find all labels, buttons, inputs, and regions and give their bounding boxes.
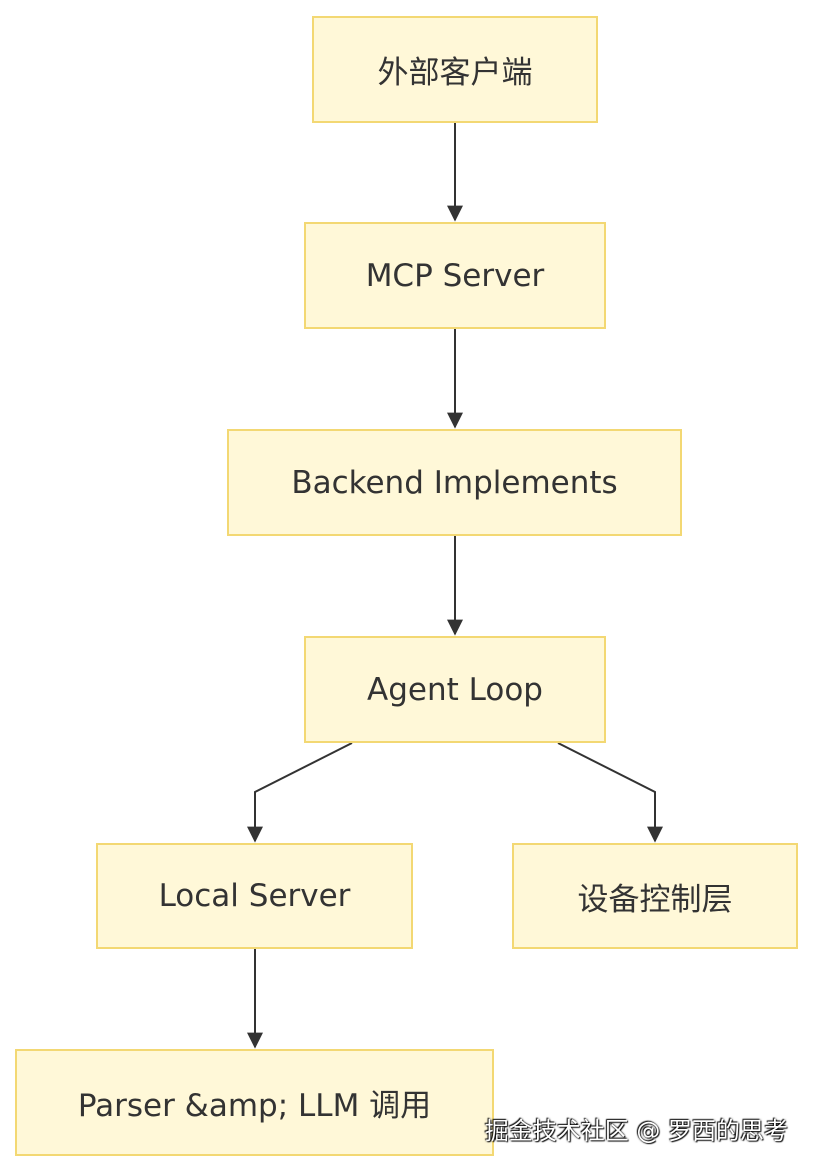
node-agent-loop: Agent Loop [304, 636, 606, 743]
node-parser-llm-label: Parser &amp; LLM 调用 [77, 1088, 432, 1124]
node-device-control: 设备控制层 [512, 843, 798, 949]
node-parser-llm: Parser &amp; LLM 调用 [15, 1049, 494, 1156]
node-device-control-label: 设备控制层 [577, 881, 733, 918]
node-agent-loop-label: Agent Loop [367, 671, 543, 708]
edge-agent-to-device [557, 742, 663, 843]
node-external-client-label: 外部客户端 [377, 55, 533, 91]
node-backend-implements-label: Backend Implements [291, 464, 618, 501]
node-mcp-server: MCP Server [304, 222, 606, 329]
node-external-client: 外部客户端 [312, 16, 598, 123]
edge-agent-to-local [247, 742, 353, 843]
node-backend-implements: Backend Implements [227, 429, 682, 536]
watermark: 掘金技术社区 @ 罗西的思考 [484, 1117, 788, 1145]
node-local-server: Local Server [96, 843, 413, 949]
node-local-server-label: Local Server [158, 878, 351, 914]
node-mcp-server-label: MCP Server [365, 257, 545, 294]
